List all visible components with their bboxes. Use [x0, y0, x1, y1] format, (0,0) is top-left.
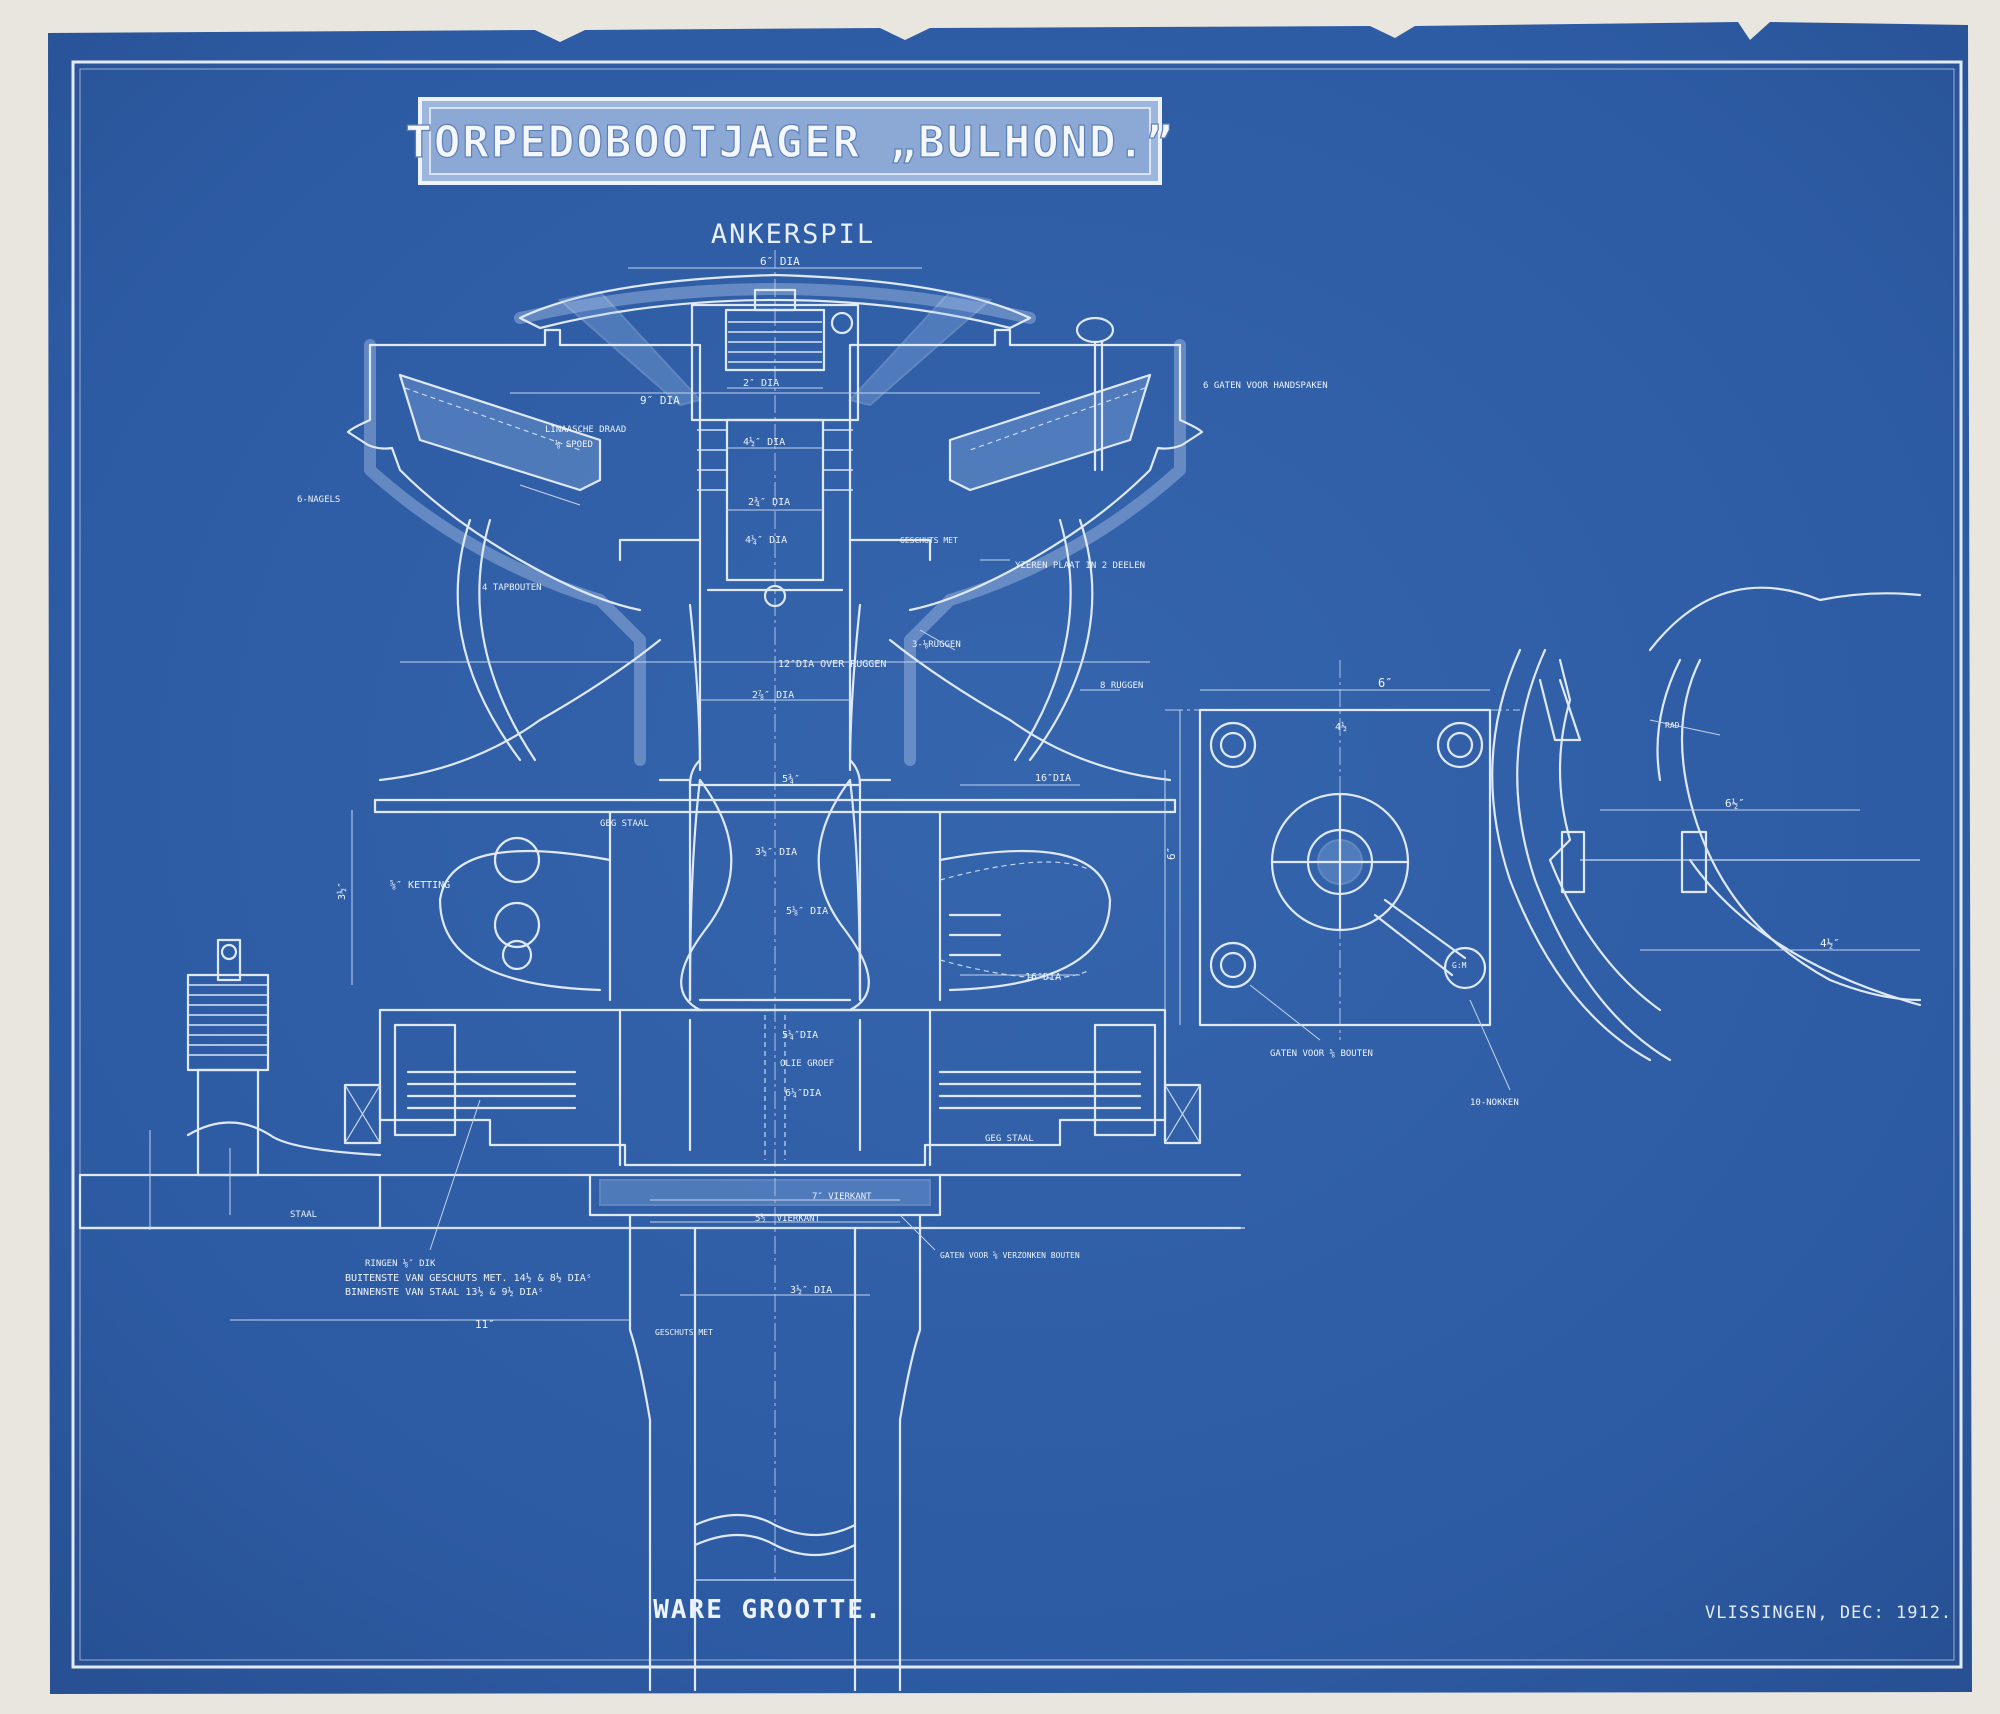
note-yzeren: YZEREN PLAAT IN 2 DEELEN — [1015, 561, 1145, 571]
note-buitenste: BUITENSTE VAN GESCHUTS MET. 14½ & 8½ DIA… — [345, 1272, 592, 1284]
note-dia-5: 5⅛″ DIA — [786, 905, 828, 917]
title-plate: TORPEDOBOOTJAGER „BULHOND.” — [405, 97, 1174, 185]
gypsy-wheel-detail — [1491, 586, 1922, 1062]
note-dia-2: 2″ DIA — [743, 378, 779, 389]
note-gatenhandspaken: 6 GATEN VOOR HANDSPAKEN — [1203, 381, 1328, 391]
note-ketting: ⅝″ KETTING — [390, 879, 450, 891]
note-spoed: ⅛ SPOED — [555, 440, 593, 450]
note-dia-12: 12″DIA OVER RUGGEN — [778, 659, 886, 670]
note-dim-6side: 6″ — [1165, 847, 1178, 860]
note-dia-9: 9″ DIA — [640, 394, 680, 407]
base-plate-plan — [1164, 660, 1520, 1091]
note-dim-6top: 6″ — [1378, 676, 1392, 690]
note-dia-2b: 2¾″ DIA — [748, 496, 790, 508]
note-vierkant7: 7″ VIERKANT — [812, 1192, 872, 1202]
note-geschuts-met2: GESCHUTS MET — [655, 1328, 713, 1337]
note-ruggen8: 8 RUGGEN — [1100, 681, 1143, 691]
note-dia-2c: 2⅞″ DIA — [752, 689, 794, 701]
capstan-section-view — [78, 250, 1245, 1692]
note-staal: STAAL — [290, 1210, 317, 1220]
note-gm: G:M — [1452, 961, 1467, 970]
note-dim-5a: 5¾″ — [782, 773, 800, 785]
note-nagels: 6-NAGELS — [297, 495, 340, 505]
drawing-subtitle: ANKERSPIL — [711, 219, 875, 250]
note-dia-3b: 3½″ DIA — [790, 1284, 832, 1296]
note-dim-3h: 3½″ — [336, 882, 348, 900]
note-vierkant5: 5½″ VIERKANT — [755, 1213, 821, 1224]
note-binnenste: BINNENSTE VAN STAAL 13½ & 9½ DIAˢ — [345, 1286, 544, 1298]
note-dim-11: 11″ — [475, 1318, 495, 1331]
footer-scale: WARE GROOTTE. — [653, 1595, 883, 1625]
note-ruggen3: 3-⅛RUGGEN — [912, 640, 961, 650]
note-dia-3: 3½″ DIA — [755, 846, 797, 858]
note-dim-6c: 6½″ — [1725, 797, 1745, 810]
note-ringen: RINGEN ⅛″ DIK — [365, 1259, 436, 1269]
note-dia-16b: 16″DIA — [1025, 972, 1061, 983]
note-nokken: 10-NOKKEN — [1470, 1098, 1519, 1108]
note-dia-6: 6″ DIA — [760, 255, 800, 268]
note-gaten-verzonken: GATEN VOOR ⅝ VERZONKEN BOUTEN — [940, 1251, 1080, 1260]
note-gaten-bouten: GATEN VOOR ⅝ BOUTEN — [1270, 1049, 1373, 1059]
note-linaasche: LINAASCHE DRAAD — [545, 425, 626, 435]
note-dim-4: 4½ — [1335, 721, 1347, 733]
paper — [48, 22, 1972, 1694]
footer-place-date: VLISSINGEN, DEC: 1912. — [1705, 1603, 1952, 1623]
drawing-title: TORPEDOBOOTJAGER „BULHOND.” — [405, 117, 1174, 168]
note-rad: RAD — [1665, 721, 1680, 730]
note-dia-4b: 4¼″ DIA — [745, 534, 787, 546]
note-tapbouten: 4 TAPBOUTEN — [482, 583, 542, 593]
note-olie: OLIE GROEF — [780, 1059, 834, 1069]
note-dia-6b: 6¼″DIA — [785, 1087, 821, 1099]
note-dia-5b: 5¼″DIA — [782, 1029, 818, 1041]
note-dia-4: 4½″ DIA — [743, 436, 785, 448]
note-dim-4c: 4½″ — [1820, 937, 1840, 950]
note-geg-staal2: GEG STAAL — [985, 1134, 1034, 1144]
note-geg-staal: GEG STAAL — [600, 819, 649, 829]
note-dia-16: 16″DIA — [1035, 773, 1071, 784]
note-geschuts-met: GESCHUTS MET — [900, 536, 958, 545]
sheet-border — [71, 60, 1963, 1669]
annotations: 6″ DIA 2″ DIA 9″ DIA 4½″ DIA 2¾″ DIA 4¼″… — [290, 255, 1840, 1337]
